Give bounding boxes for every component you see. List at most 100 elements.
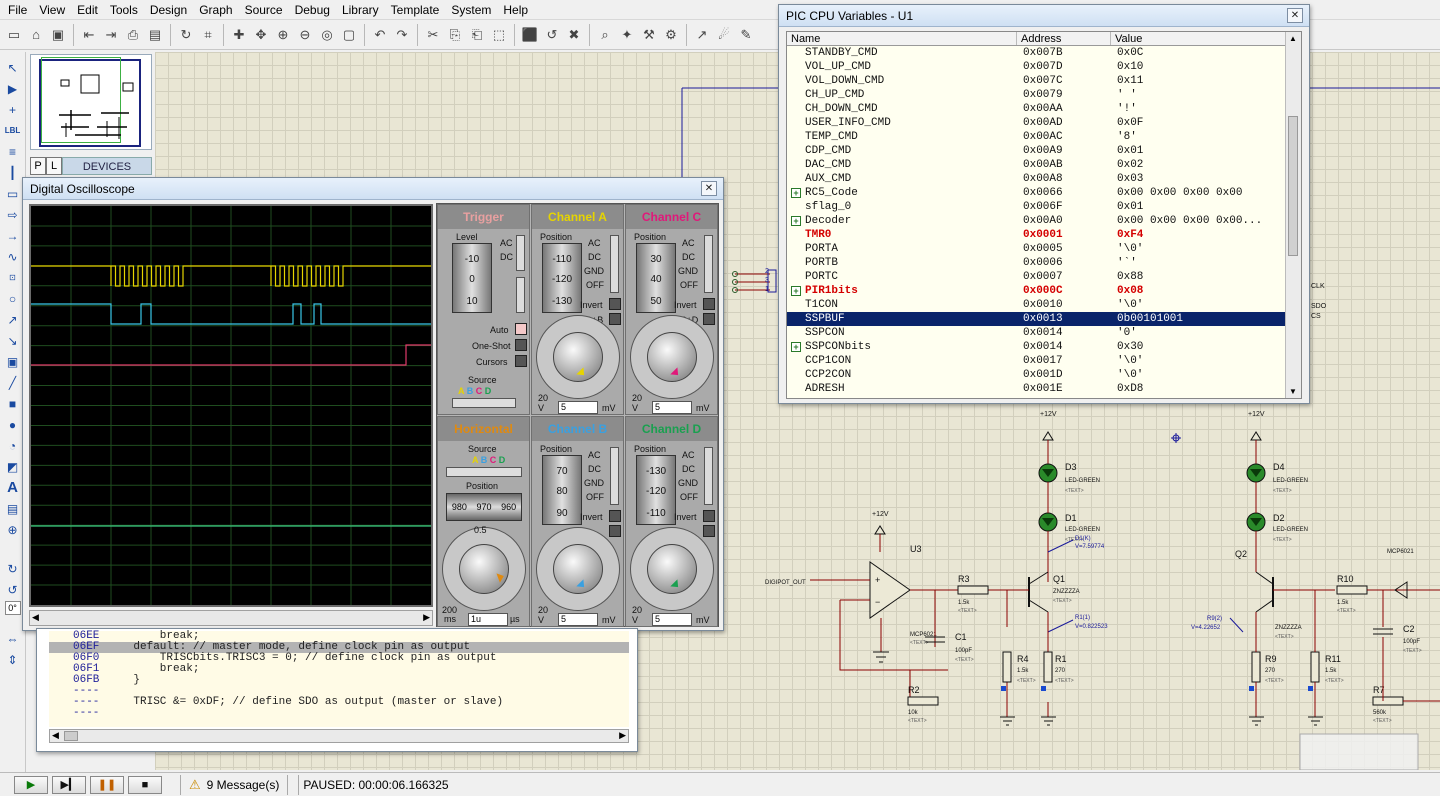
save-icon[interactable]: ▣: [51, 26, 65, 42]
redo-icon[interactable]: ↷: [396, 26, 408, 42]
oscilloscope-horizontal-scrollbar[interactable]: ◀ ▶: [29, 610, 433, 626]
step-button[interactable]: ▶▎: [52, 775, 86, 794]
resistor-r7[interactable]: R7 560k <TEXT>: [1372, 685, 1404, 724]
block-copy-icon[interactable]: ⬚: [492, 26, 506, 42]
marker-icon[interactable]: ⊕: [7, 522, 18, 537]
channel-invert-button[interactable]: [609, 298, 621, 310]
library-tab[interactable]: L: [46, 157, 62, 175]
source-line[interactable]: 06F1 break;: [49, 664, 629, 675]
trigger-auto-button[interactable]: [515, 323, 527, 335]
channel-combine-button[interactable]: [703, 313, 715, 325]
channel-volts-knob[interactable]: [553, 544, 603, 594]
zoom-area-icon[interactable]: ▢: [342, 26, 356, 42]
trigger-coupling-switch[interactable]: [516, 235, 525, 271]
resistor-r4[interactable]: R4 1.5k <TEXT>: [1002, 651, 1036, 684]
expand-icon[interactable]: +: [791, 188, 801, 198]
menu-template[interactable]: Template: [390, 2, 440, 17]
horizontal-position-control[interactable]: 980 970 960: [446, 493, 522, 521]
symbol-icon[interactable]: ▤: [6, 501, 19, 516]
voltage-probe-r9[interactable]: R9(2) V=4.22652: [1191, 616, 1244, 633]
channel-volts-value[interactable]: 5: [558, 401, 598, 414]
print-area-icon[interactable]: ▤: [148, 26, 162, 42]
horizontal-source-slider[interactable]: [446, 467, 522, 477]
trigger-level-control[interactable]: -10 0 10: [452, 243, 492, 313]
menu-source[interactable]: Source: [244, 2, 283, 17]
source-line[interactable]: 06F0 TRISCbits.TRISC3 = 0; // define clo…: [49, 653, 629, 664]
path-icon[interactable]: ◩: [6, 459, 19, 474]
pan-icon[interactable]: ✥: [255, 26, 267, 42]
block-rotate-icon[interactable]: ↺: [546, 26, 558, 42]
select-mode-icon[interactable]: ↖: [7, 60, 18, 75]
source-horizontal-scrollbar[interactable]: ◀ ▶: [49, 729, 629, 743]
text-script-icon[interactable]: ≡: [8, 144, 16, 159]
pick-devices-tab[interactable]: P: [30, 157, 46, 175]
pick-device-icon[interactable]: ⌕: [601, 26, 609, 42]
rotate-ccw-icon[interactable]: ↺: [7, 582, 18, 597]
timebase-knob[interactable]: [459, 544, 509, 594]
make-device-icon[interactable]: ✦: [621, 26, 633, 42]
led-d3[interactable]: D3 LED-GREEN <TEXT>: [1038, 462, 1100, 494]
menu-edit[interactable]: Edit: [77, 2, 98, 17]
transistor-q1[interactable]: Q1 ZNZZZZA <TEXT>: [1007, 571, 1080, 613]
property-assign-icon[interactable]: ✎: [740, 26, 752, 42]
channel-position-control[interactable]: -130-120-110: [636, 455, 676, 525]
wire-autoroute-icon[interactable]: ↗: [696, 26, 708, 42]
print-icon[interactable]: ⎙: [127, 26, 139, 42]
channel-volts-knob[interactable]: [647, 332, 697, 382]
mirror-y-icon[interactable]: ⇕: [7, 652, 18, 667]
decompose-icon[interactable]: ⚙: [665, 26, 677, 42]
component-mode-icon[interactable]: ▶: [7, 81, 18, 96]
junction-icon[interactable]: +: [8, 102, 16, 117]
transistor-q2[interactable]: Q2 ZNZZZZA <TEXT>: [1235, 549, 1335, 640]
menu-graph[interactable]: Graph: [199, 2, 233, 17]
menu-system[interactable]: System: [451, 2, 492, 17]
text-icon[interactable]: A: [7, 479, 18, 496]
packaging-icon[interactable]: ⚒: [643, 26, 655, 42]
resistor-r1[interactable]: R1 270 <TEXT>: [1043, 651, 1074, 684]
voltage-probe-d1[interactable]: D1(K) V=7.59774: [1047, 536, 1105, 553]
timebase-value[interactable]: 1u: [468, 613, 508, 626]
channel-invert-button[interactable]: [609, 510, 621, 522]
subcircuit-icon[interactable]: ▭: [6, 186, 19, 201]
source-line[interactable]: 06EE break;: [49, 631, 629, 642]
resistor-r3[interactable]: R3 1.5k <TEXT>: [957, 574, 989, 614]
mirror-x-icon[interactable]: ⇔: [6, 631, 19, 646]
oscilloscope-close-button[interactable]: ✕: [701, 181, 717, 196]
channel-combine-button[interactable]: [609, 313, 621, 325]
stop-button[interactable]: ■: [128, 775, 162, 794]
terminal-icon[interactable]: ⇨: [7, 207, 18, 222]
tape-icon[interactable]: ⊡: [9, 273, 16, 282]
channel-position-control[interactable]: -110-120-130: [542, 243, 582, 313]
resistor-r10[interactable]: R10 1.5k <TEXT>: [1336, 574, 1368, 614]
resistor-r9[interactable]: R9 270 <TEXT>: [1251, 651, 1284, 684]
resistor-r2[interactable]: R2 10k <TEXT>: [907, 685, 939, 724]
undo-icon[interactable]: ↶: [374, 26, 386, 42]
new-file-icon[interactable]: ▭: [7, 26, 21, 42]
voltage-probe-r1[interactable]: R1(1) V=0.822523: [1047, 615, 1108, 633]
box-icon[interactable]: ■: [8, 396, 17, 411]
expand-icon[interactable]: +: [791, 216, 801, 226]
block-delete-icon[interactable]: ✖: [568, 26, 580, 42]
arc-icon[interactable]: ◔: [8, 438, 17, 453]
expand-icon[interactable]: +: [791, 286, 801, 296]
block-move-icon[interactable]: ⬛: [521, 26, 539, 42]
channel-volts-value[interactable]: 5: [652, 401, 692, 414]
copy-icon[interactable]: ⎘: [449, 26, 461, 42]
export-icon[interactable]: ⇥: [105, 26, 117, 42]
variables-vertical-scrollbar[interactable]: ▲ ▼: [1285, 32, 1301, 398]
rotation-field[interactable]: 0°: [4, 601, 21, 615]
graph-icon[interactable]: ∿: [7, 249, 18, 264]
search-tag-icon[interactable]: ☄: [718, 26, 730, 42]
channel-volts-value[interactable]: 5: [652, 613, 692, 626]
menu-view[interactable]: View: [39, 2, 66, 17]
channel-combine-button[interactable]: [609, 525, 621, 537]
